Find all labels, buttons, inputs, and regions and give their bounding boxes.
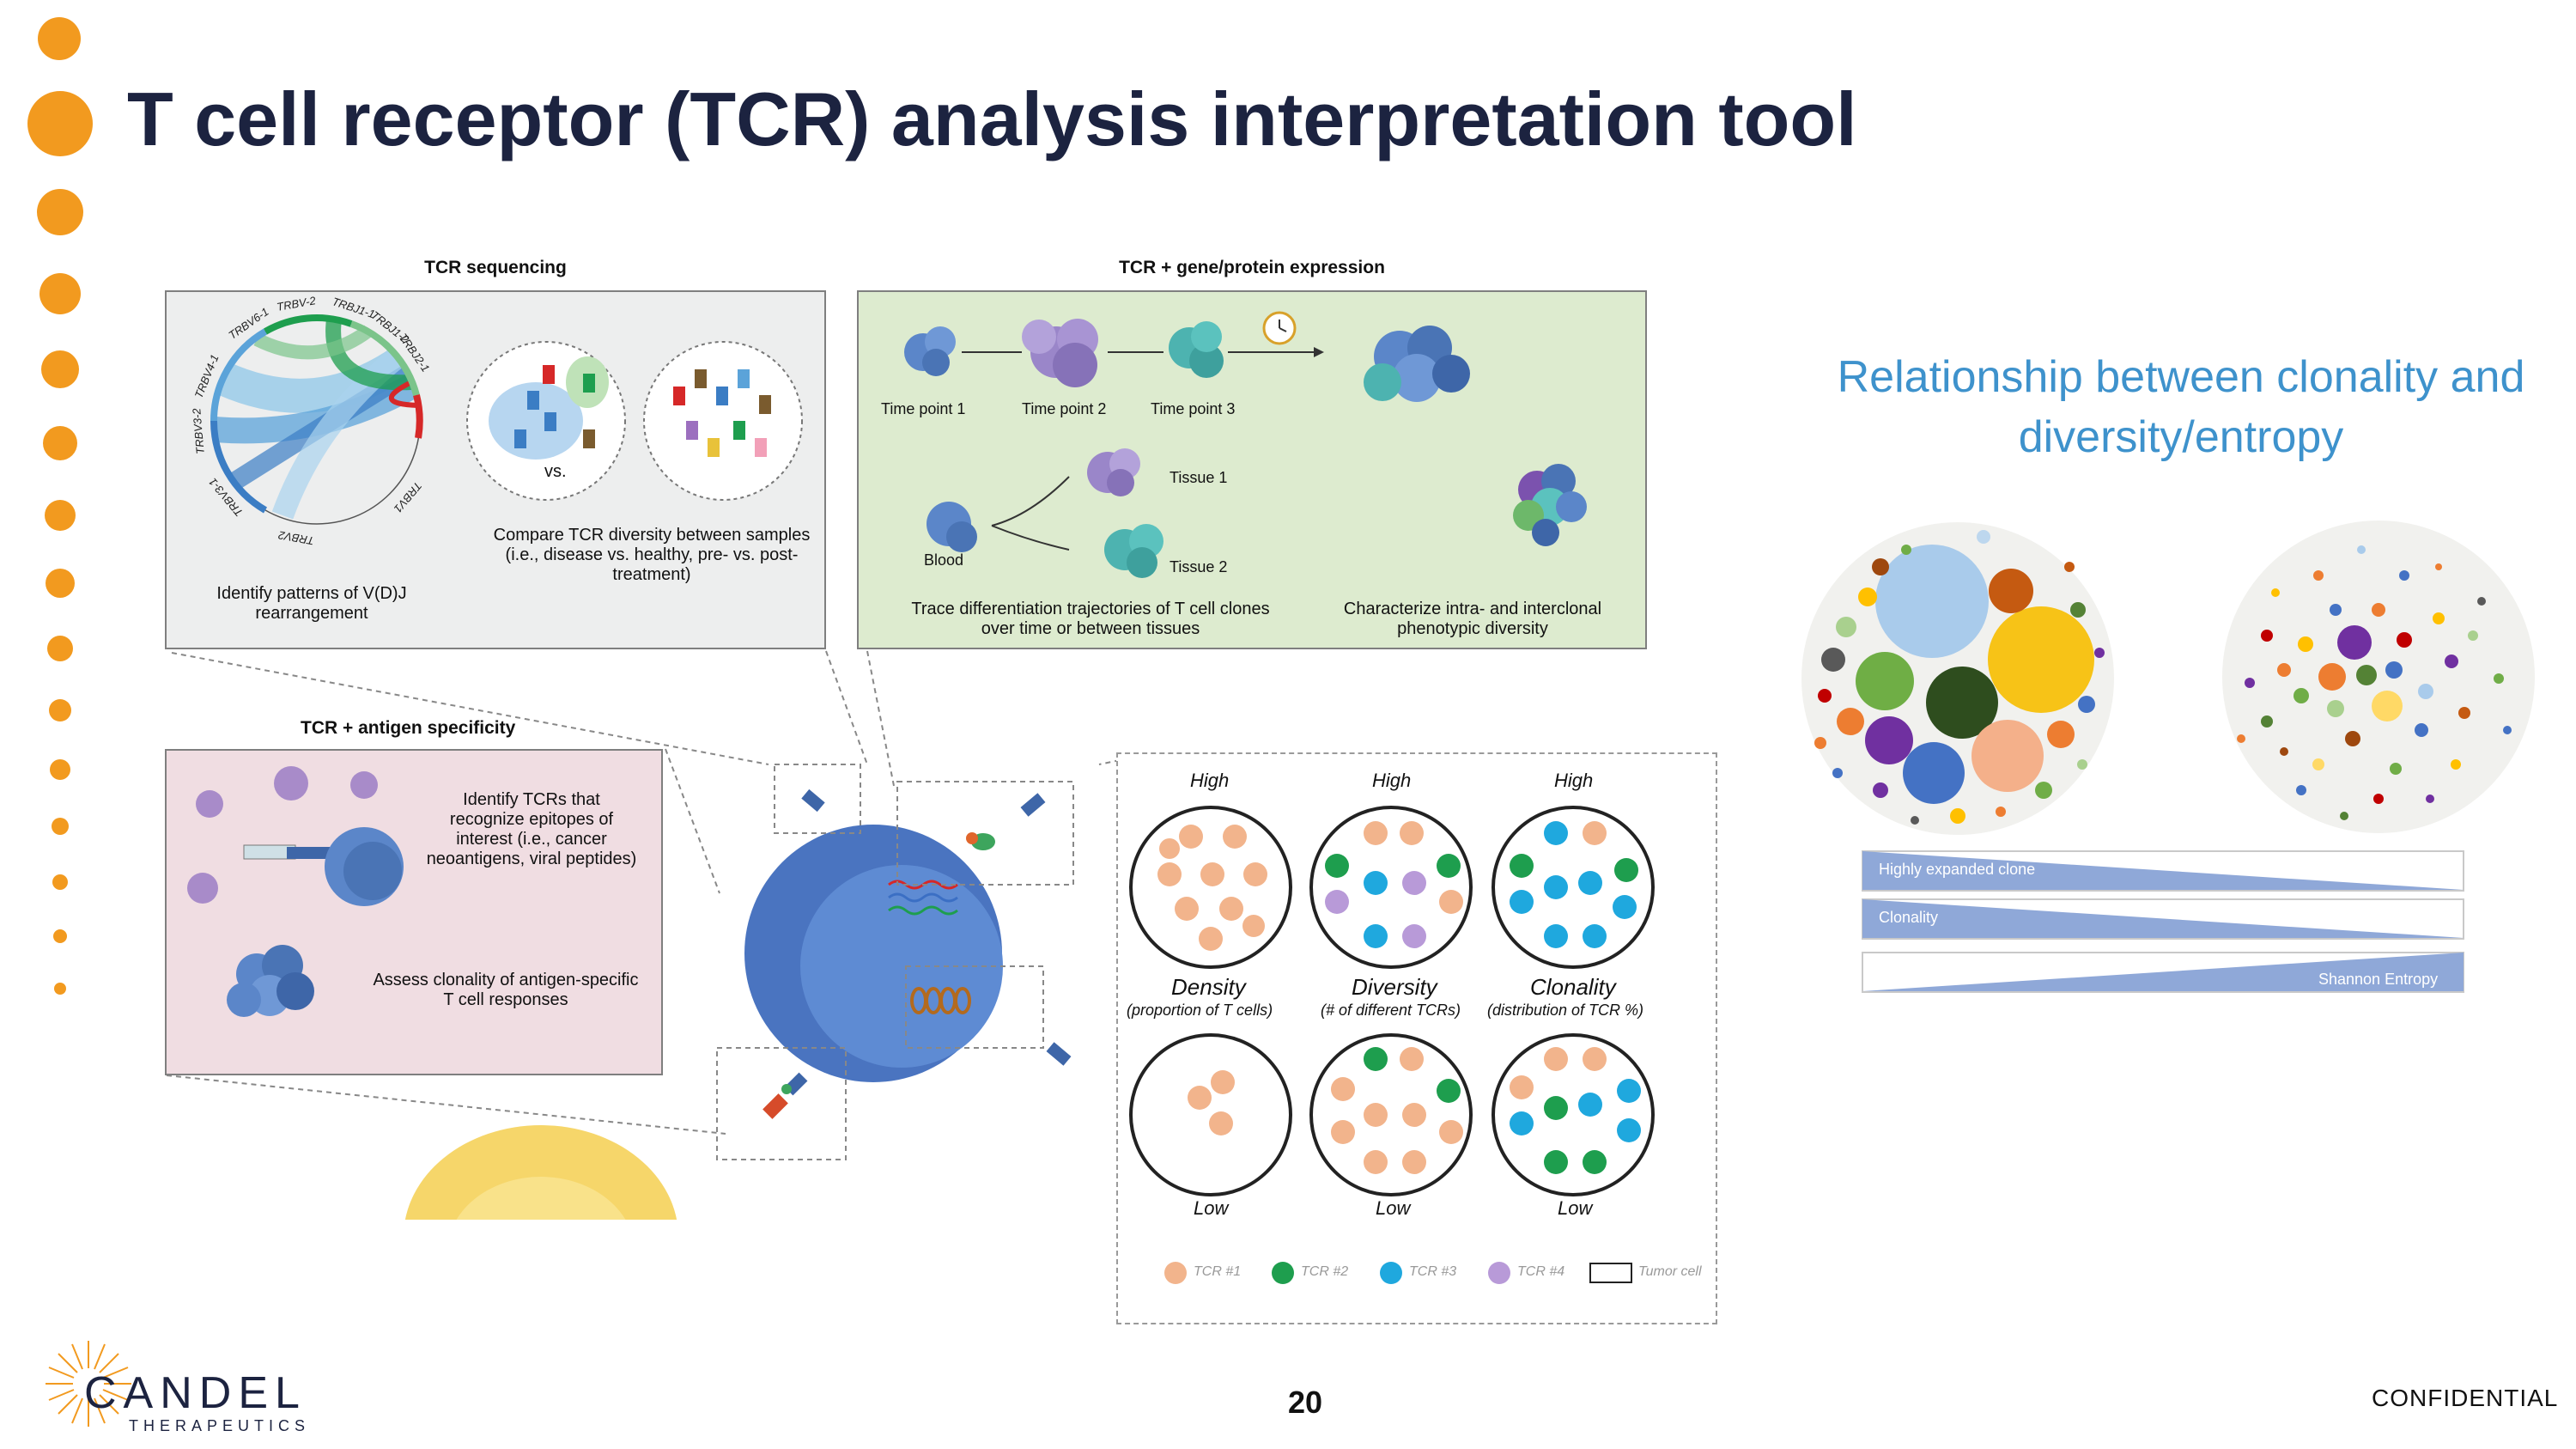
tcr-expression-illustration	[904, 311, 1587, 578]
decorative-dot	[46, 569, 75, 598]
diversity-comparison	[466, 341, 803, 501]
tcr-expr-caption-right: Characterize intra- and interclonal phen…	[1343, 600, 1602, 638]
blood-label: Blood	[924, 551, 964, 569]
tcr-sequencing-heading: TCR sequencing	[424, 258, 567, 277]
tcr-metrics-panel: High High High Density Diversity Clonali…	[1116, 752, 1717, 1324]
tcr-seq-caption-right: Compare TCR diversity between samples (i…	[493, 526, 811, 584]
tcr-metrics-illustration	[1129, 806, 1655, 1284]
logo-name: CANDEL	[84, 1368, 307, 1418]
tcr-antigen-caption-bottom: Assess clonality of antigen-specific T c…	[373, 971, 639, 1009]
diversity-sub-label: (# of different TCRs)	[1321, 1002, 1461, 1019]
legend-tcr4: TCR #4	[1517, 1264, 1565, 1279]
tcr-antigen-panel: Identify TCRs that recognize epitopes of…	[165, 749, 663, 1075]
density-high-label: High	[1190, 770, 1230, 791]
blood-tissue-clusters	[927, 448, 1163, 578]
decorative-dot	[49, 699, 71, 721]
highly-expanded-clone-wedge	[1862, 850, 2464, 892]
clonality-high-circle	[1492, 806, 1655, 969]
clonality-low-circle	[1492, 1033, 1655, 1196]
tcr-antigen-caption-top: Identify TCRs that recognize epitopes of…	[426, 790, 637, 868]
clonality-high-label: High	[1554, 770, 1594, 791]
chord-label: TRBV3-2	[190, 407, 207, 454]
page-number: 20	[1288, 1385, 1323, 1420]
tcr-antigen-heading: TCR + antigen specificity	[301, 718, 516, 738]
diversity-high-circle	[1309, 806, 1473, 969]
legend-tcr1: TCR #1	[1194, 1264, 1242, 1279]
density-low-label: Low	[1194, 1197, 1229, 1219]
legend-tumor-cell: Tumor cell	[1638, 1264, 1702, 1279]
density-sub-label: (proportion of T cells)	[1127, 1002, 1273, 1019]
highly-expanded-clone-label: Highly expanded clone	[1879, 861, 2036, 878]
sunburst-logo-icon	[46, 1341, 131, 1427]
diversity-label: Diversity	[1352, 974, 1437, 1000]
clonality-sub-label: (distribution of TCR %)	[1487, 1002, 1644, 1019]
relationship-title: Relationship between clonality and diver…	[1837, 352, 2525, 463]
tcr-expression-heading: TCR + gene/protein expression	[1119, 258, 1385, 277]
chord-diagram	[210, 314, 423, 525]
clonality-low-label: Low	[1558, 1197, 1593, 1219]
clonality-label: Clonality	[1530, 974, 1616, 1000]
antigen-cell-cluster	[227, 945, 314, 1017]
tissue-1-label: Tissue 1	[1170, 469, 1228, 486]
decorative-dot	[47, 636, 73, 661]
decorative-dot	[41, 350, 79, 388]
decorative-dot	[37, 189, 83, 235]
diversity-low-label: Low	[1376, 1197, 1411, 1219]
decorative-dot	[53, 929, 67, 943]
high-diversity-bubble-pack	[2222, 521, 2535, 833]
decorative-dot	[50, 759, 70, 780]
decorative-dot	[52, 874, 68, 890]
decorative-dot	[45, 500, 76, 531]
density-low-circle	[1129, 1033, 1292, 1196]
dna-coils	[910, 987, 971, 1014]
clonality-bubble-illustration	[1801, 521, 2535, 835]
legend-tcr3: TCR #3	[1409, 1264, 1457, 1279]
phenotype-cluster-bottom	[1513, 464, 1587, 546]
high-clonality-bubble-pack	[1801, 522, 2114, 835]
clonality-bar: Clonality	[1862, 898, 2464, 941]
decorative-dot	[43, 426, 77, 460]
tissue-2-label: Tissue 2	[1170, 558, 1228, 575]
phenotype-cluster-top	[1364, 326, 1470, 402]
time-point-2-label: Time point 2	[1022, 400, 1107, 417]
shannon-entropy-wedge	[1862, 952, 2464, 993]
slide-title: T cell receptor (TCR) analysis interpret…	[127, 76, 1857, 161]
confidential-label: CONFIDENTIAL	[2372, 1385, 2559, 1411]
decorative-dot	[38, 17, 81, 60]
clonality-bar-label: Clonality	[1879, 909, 1939, 926]
density-label: Density	[1171, 974, 1246, 1000]
time-point-3-label: Time point 3	[1151, 400, 1236, 417]
highly-expanded-clone-bar: Highly expanded clone	[1862, 850, 2464, 893]
chord-label: TRBV2	[276, 528, 315, 547]
tcr-seq-caption-left: Identify patterns of V(D)J rearrangement	[216, 584, 407, 623]
diversity-low-circle	[1309, 1033, 1473, 1196]
tcr-expression-panel: Time point 1 Time point 2 Time point 3 B…	[857, 290, 1647, 649]
shannon-entropy-label: Shannon Entropy	[2318, 971, 2439, 988]
density-high-circle	[1129, 806, 1292, 969]
tcr-expr-caption-left: Trace differentiation trajectories of T …	[911, 600, 1270, 638]
chord-label: TRBV1	[392, 479, 424, 515]
decorative-dot	[27, 91, 93, 156]
shannon-entropy-bar: Shannon Entropy	[1862, 952, 2464, 995]
time-point-clusters	[904, 311, 1324, 387]
decorative-dot	[52, 818, 69, 835]
chord-label: TRBV-2	[276, 294, 317, 314]
decorative-dot	[54, 983, 66, 995]
clonality-wedge	[1862, 898, 2464, 940]
vs-label: vs.	[544, 462, 567, 481]
logo-subtitle: THERAPEUTICS	[129, 1417, 311, 1434]
central-t-cell-illustration	[166, 650, 1151, 1220]
tcr-antigen-illustration	[187, 766, 404, 1017]
legend-tcr2: TCR #2	[1301, 1264, 1349, 1279]
decorative-dot	[39, 273, 81, 314]
time-point-1-label: Time point 1	[881, 400, 966, 417]
diversity-high-label: High	[1372, 770, 1412, 791]
